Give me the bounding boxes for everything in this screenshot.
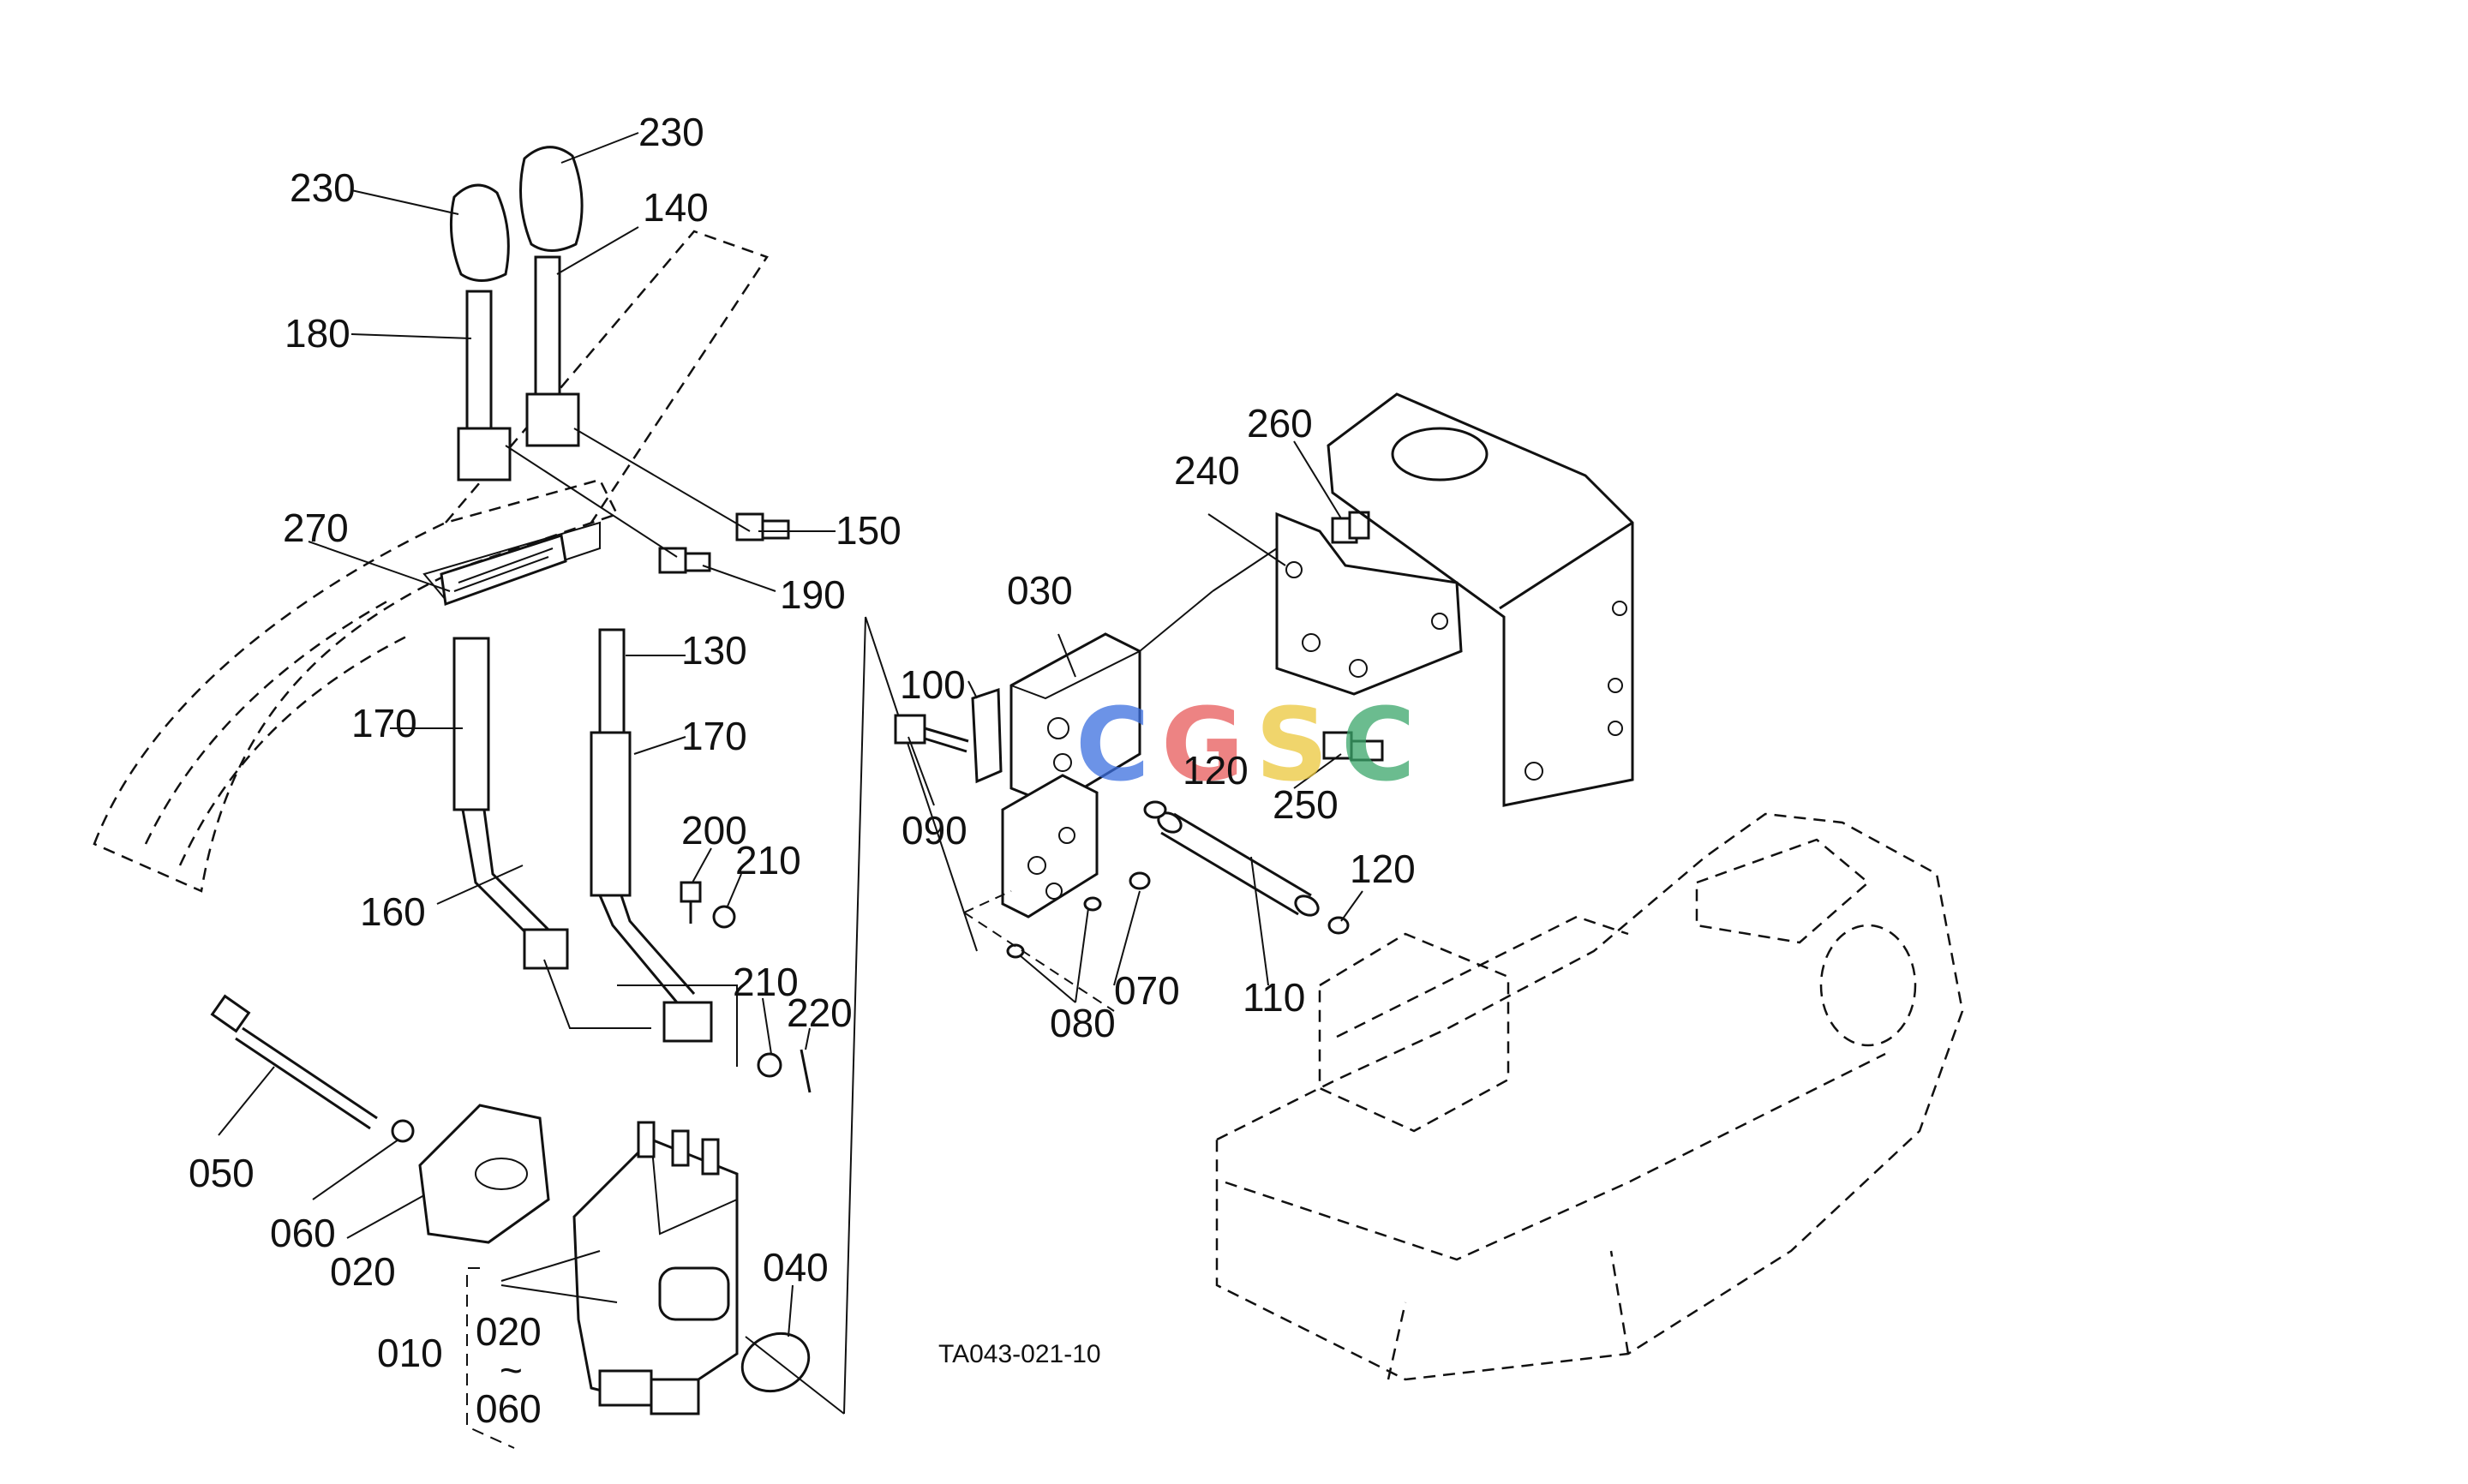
watermark-letter-c1: C xyxy=(1075,685,1150,804)
label-040: 040 xyxy=(763,1245,829,1290)
label-260: 260 xyxy=(1247,401,1313,446)
rod-170-left xyxy=(452,637,569,970)
label-140: 140 xyxy=(643,185,709,230)
bolt-250 xyxy=(1322,731,1384,762)
washer-060 xyxy=(391,1119,415,1143)
part-labels: 230 230 140 180 270 150 190 130 170 170 … xyxy=(189,110,1416,1431)
label-110: 110 xyxy=(1243,975,1305,1020)
label-210-bottom: 210 xyxy=(733,960,799,1004)
valve-body xyxy=(572,1121,739,1415)
watermark-logo: C G S C xyxy=(1075,685,1416,804)
label-160: 160 xyxy=(360,889,426,934)
label-170-left: 170 xyxy=(351,701,417,745)
label-200: 200 xyxy=(681,808,747,853)
adapter-dash-bracket xyxy=(963,890,1115,1012)
label-020-range-start: 020 xyxy=(476,1309,542,1354)
label-250: 250 xyxy=(1273,782,1339,827)
label-080: 080 xyxy=(1050,1001,1116,1045)
bolt-260 xyxy=(1331,511,1370,544)
label-120-upper: 120 xyxy=(1183,748,1249,793)
watermark-letter-c2: C xyxy=(1341,685,1416,804)
rod-130-170-right xyxy=(590,628,713,1043)
label-240: 240 xyxy=(1174,448,1240,493)
washer-210-top xyxy=(712,905,736,929)
label-120-right: 120 xyxy=(1350,847,1416,891)
washer-210-bottom xyxy=(757,1052,782,1078)
label-010: 010 xyxy=(377,1331,443,1375)
drawing-code: TA043-021-10 xyxy=(938,1340,1101,1368)
o-ring-040 xyxy=(740,1331,811,1393)
label-180: 180 xyxy=(285,311,350,356)
lever-140 xyxy=(525,255,580,447)
label-090: 090 xyxy=(902,808,967,853)
label-150: 150 xyxy=(836,508,902,553)
shifter-270 xyxy=(440,534,567,607)
adapter-block-lower xyxy=(1001,774,1099,919)
bracket-240 xyxy=(1275,512,1463,696)
gasket-100 xyxy=(971,687,1003,784)
o-ring-070 xyxy=(1129,871,1151,890)
lever-180 xyxy=(457,290,512,482)
label-230-right: 230 xyxy=(638,110,704,154)
valve-plate-020 xyxy=(418,1104,550,1244)
long-bolt-050 xyxy=(210,994,378,1130)
lever-knob-left xyxy=(449,183,510,282)
pin-220 xyxy=(800,1049,812,1093)
label-range-tilde: ~ xyxy=(500,1348,523,1392)
label-130: 130 xyxy=(681,628,747,673)
o-ring-120-b xyxy=(1327,916,1350,935)
o-ring-080-a xyxy=(1083,896,1102,912)
valve-dash-bracket xyxy=(466,1267,515,1449)
label-030: 030 xyxy=(1007,568,1073,613)
label-270: 270 xyxy=(283,506,349,550)
watermark-letter-g: G xyxy=(1161,685,1244,804)
label-190: 190 xyxy=(780,572,846,617)
label-220: 220 xyxy=(787,990,853,1035)
center-divider-line xyxy=(745,616,978,1415)
bolt-090 xyxy=(894,714,969,753)
link-bracket xyxy=(543,959,738,1067)
pipe-110 xyxy=(1157,811,1320,917)
hitch-housing xyxy=(1327,392,1634,807)
transmission-case xyxy=(1215,812,1964,1381)
label-230-left: 230 xyxy=(290,165,356,210)
label-020: 020 xyxy=(330,1249,396,1294)
adapter-block-030 xyxy=(1009,632,1141,807)
label-100: 100 xyxy=(900,662,966,707)
label-060: 060 xyxy=(270,1211,336,1255)
o-ring-120-a xyxy=(1143,800,1167,819)
bolt-190 xyxy=(658,547,711,574)
bolt-200 xyxy=(680,881,702,924)
watermark-letter-s: S xyxy=(1255,685,1328,804)
label-070: 070 xyxy=(1114,968,1180,1013)
lever-guide-plate xyxy=(93,230,769,893)
label-060-range-end: 060 xyxy=(476,1386,542,1431)
label-050: 050 xyxy=(189,1151,255,1195)
lever-knob-right xyxy=(519,146,584,252)
label-170-right: 170 xyxy=(681,714,747,758)
bolt-150 xyxy=(735,512,790,542)
label-210-top: 210 xyxy=(735,838,801,883)
leader-lines xyxy=(218,132,1363,1337)
